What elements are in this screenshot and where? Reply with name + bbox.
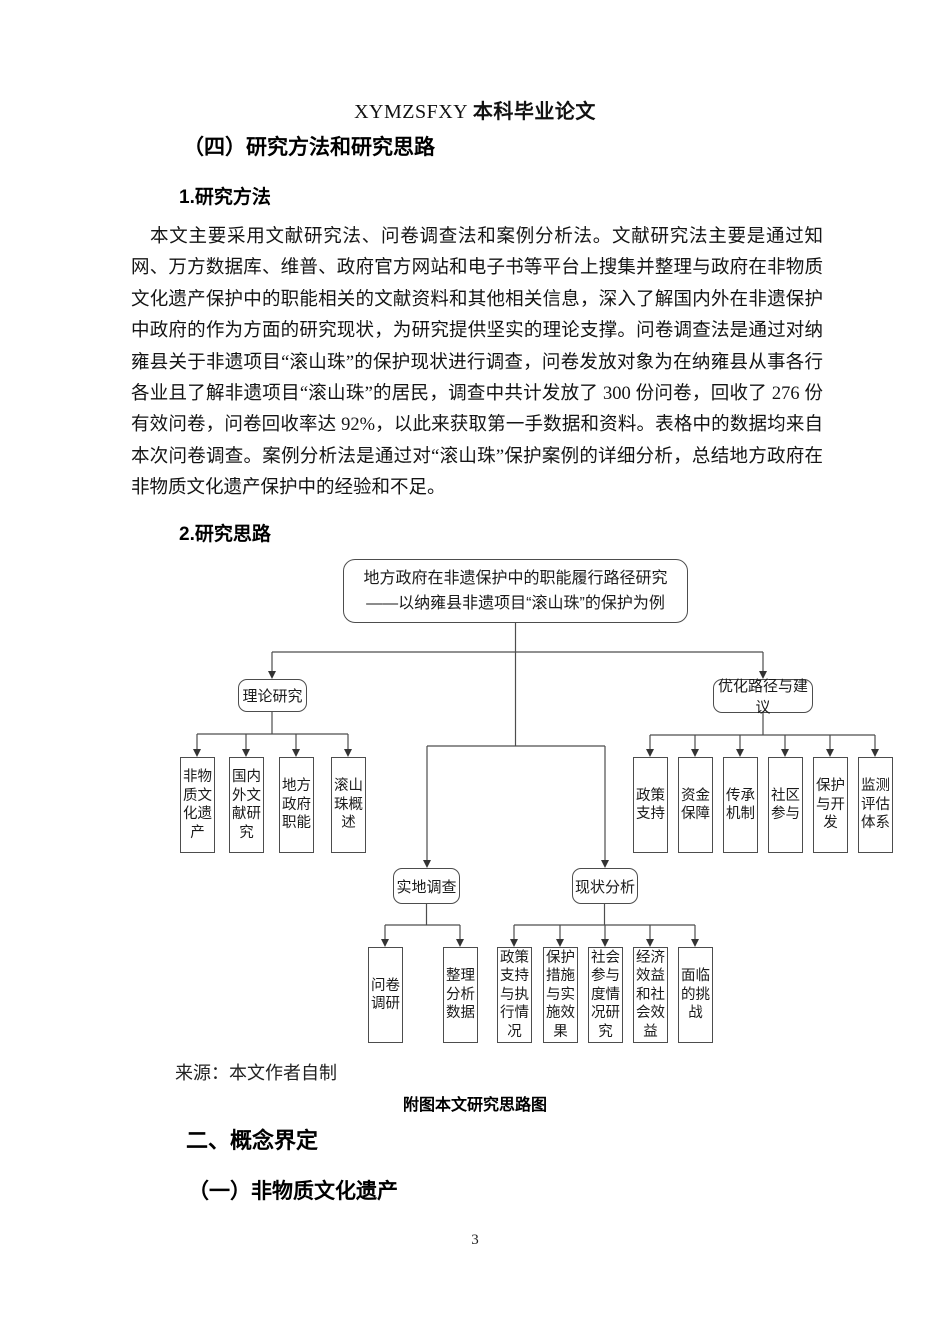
flow-node-measures-effect: 保护措施与实施效果 [543,947,578,1043]
flow-node-questionnaire: 问卷调研 [368,947,403,1043]
heading-research-methods: （四）研究方法和研究思路 [183,136,435,159]
heading-concept-definition: 二、概念界定 [186,1128,319,1153]
flow-node-challenges: 面临的挑战 [678,947,713,1043]
flow-node-optimize: 优化路径与建议 [713,678,813,716]
flow-root-line2: ——以纳雍县非遗项目“滚山珠”的保护为例 [366,595,665,612]
arrowheads [193,671,879,947]
flow-node-community: 社区参与 [768,757,803,853]
flow-node-benefits: 经济效益和社会效益 [633,947,668,1043]
flow-node-status-analysis: 现状分析 [572,868,638,904]
research-route-flowchart: 地方政府在非遗保护中的职能履行路径研究 ——以纳雍县非遗项目“滚山珠”的保护为例… [180,559,893,1043]
flow-node-ich: 非物质文化遗产 [180,757,215,853]
flow-node-literature: 国内外文献研究 [229,757,264,853]
page-number: 3 [471,1232,479,1248]
flow-node-inheritance: 传承机制 [723,757,758,853]
header-school-code: XYMZSFXY [354,101,468,123]
flow-node-monitoring: 监测评估体系 [858,757,893,853]
figure-caption: 附图本文研究思路图 [402,1097,547,1114]
methods-paragraph: 本文主要采用文献研究法、问卷调查法和案例分析法。文献研究法主要是通过知网、万方数… [131,227,823,499]
flow-node-data-analysis: 整理分析数据 [443,947,478,1043]
flow-root-line1: 地方政府在非遗保护中的职能履行路径研究 [363,570,668,587]
flow-node-protect-develop: 保护与开发 [813,757,848,853]
flow-node-field-survey: 实地调查 [393,868,460,904]
flow-node-theory: 理论研究 [238,679,307,712]
subheading-method: 1.研究方法 [179,187,271,208]
flow-node-policy-support: 政策支持 [633,757,668,853]
page-header: XYMZSFXY 本科毕业论文 [0,95,950,124]
flow-node-gov-function: 地方政府职能 [279,757,314,853]
flow-node-root: 地方政府在非遗保护中的职能履行路径研究 ——以纳雍县非遗项目“滚山珠”的保护为例 [343,559,688,623]
flow-node-participation: 社会参与度情况研究 [588,947,623,1043]
flowchart-connectors [193,623,879,947]
header-title: 本科毕业论文 [472,101,596,123]
subheading-route: 2.研究思路 [179,524,271,545]
flow-node-funding: 资金保障 [678,757,713,853]
flow-node-policy-execution: 政策支持与执行情况 [497,947,532,1043]
flow-node-gunshanzhu-overview: 滚山珠概述 [331,757,366,853]
source-note: 来源：本文作者自制 [175,1063,337,1083]
heading-ich-section: （一）非物质文化遗产 [188,1180,398,1203]
